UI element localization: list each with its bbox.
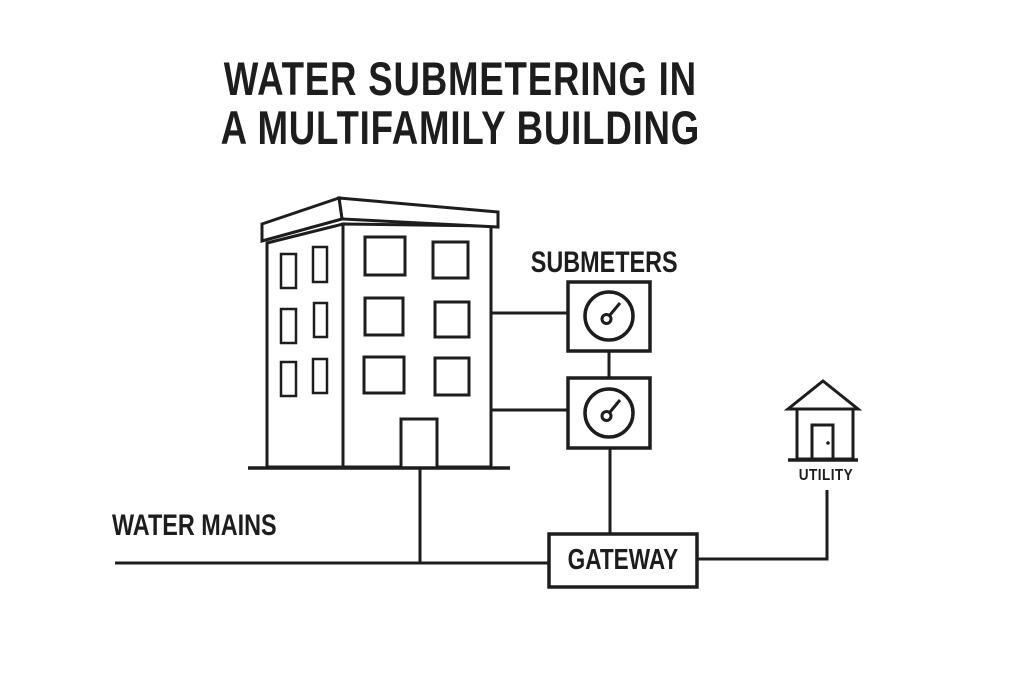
building-window	[433, 356, 471, 397]
building-window	[431, 240, 470, 280]
submeter-1	[566, 280, 652, 353]
title-line-1: WATER SUBMETERING IN	[223, 52, 697, 105]
utility-label: UTILITY	[798, 467, 853, 484]
building-door	[399, 417, 439, 470]
building-window	[433, 300, 471, 339]
building-roof-side	[260, 196, 344, 243]
gauge-needle-icon	[608, 399, 622, 413]
utility-house-icon	[783, 379, 863, 462]
gateway-label: GATEWAY	[567, 544, 679, 576]
house-walls-icon	[795, 410, 855, 461]
building-window	[363, 296, 405, 337]
building-side-window	[312, 301, 329, 339]
building-side-window	[279, 252, 298, 290]
building-side-window	[311, 357, 329, 395]
house-doorknob-icon	[826, 441, 830, 445]
building-side-wall	[265, 222, 345, 469]
gauge-needle-hub-icon	[600, 410, 613, 422]
title-line-2: A MULTIFAMILY BUILDING	[220, 101, 700, 154]
building-window	[363, 235, 407, 277]
gauge-needle-icon	[608, 302, 622, 316]
building-roof-front	[337, 196, 500, 229]
gauge-needle-hub-icon	[600, 313, 613, 325]
gauge-icon	[583, 387, 635, 439]
house-door-icon	[810, 423, 835, 459]
water-mains-label: WATER MAINS	[112, 509, 277, 542]
submeter-2	[566, 376, 652, 450]
building-side-window	[311, 245, 329, 284]
building-side-window	[279, 307, 298, 345]
building-illustration	[248, 196, 510, 470]
gauge-icon	[583, 290, 635, 342]
house-roof-icon	[783, 379, 863, 411]
submeters-label: SUBMETERS	[530, 246, 678, 279]
building-side-window	[279, 360, 298, 398]
building-window	[362, 355, 406, 395]
diagram-title: WATER SUBMETERING IN A MULTIFAMILY BUILD…	[40, 54, 880, 152]
gateway-box	[547, 532, 699, 589]
